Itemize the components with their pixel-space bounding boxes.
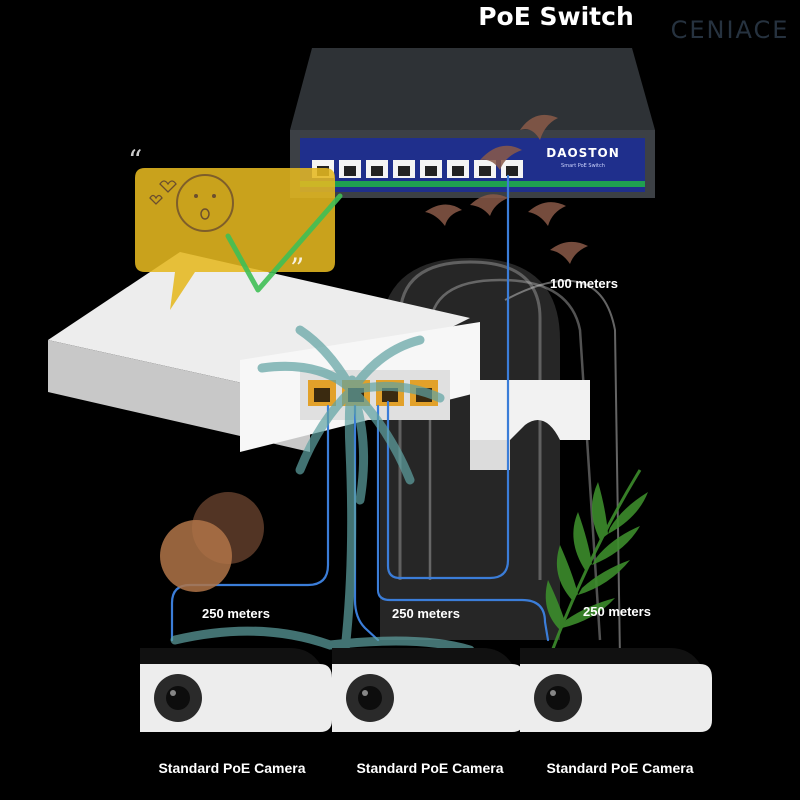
camera-3-cable <box>376 404 550 642</box>
camera-2 <box>332 648 524 732</box>
camera-3-label: Standard PoE Camera <box>546 760 693 776</box>
page-title: PoE Switch <box>478 2 634 31</box>
camera-2-label: Standard PoE Camera <box>356 760 503 776</box>
switch-status-strip <box>300 181 645 187</box>
palm-leaf-icon <box>543 469 648 671</box>
poe-extender <box>48 252 590 470</box>
distance-camera-2: 250 meters <box>392 606 460 621</box>
sun-circles-icon <box>160 492 264 592</box>
camera-3 <box>520 648 712 732</box>
cable-group <box>170 174 550 642</box>
distance-camera-1: 250 meters <box>202 606 270 621</box>
mounting-bracket <box>470 380 590 470</box>
svg-text:”: ” <box>290 252 304 285</box>
brand-watermark: CENIACE <box>671 16 790 44</box>
checkmark-icon <box>225 193 343 293</box>
camera-sunshield <box>140 648 320 664</box>
switch-top <box>290 48 655 130</box>
palm-tree-icon <box>170 325 475 655</box>
switch-subtitle: Smart PoE Switch <box>561 163 605 169</box>
distance-camera-3: 250 meters <box>583 604 651 619</box>
camera-sunshield <box>332 648 512 664</box>
poe-switch: DAOSTON Smart PoE Switch <box>290 48 655 198</box>
speech-bubble-icon: “ ” <box>128 144 335 310</box>
camera-2-cable <box>353 404 380 642</box>
camera-1-cable <box>170 404 330 642</box>
camera-1 <box>140 648 332 732</box>
switch-port-group <box>312 160 523 178</box>
camera-1-label: Standard PoE Camera <box>158 760 305 776</box>
svg-text:“: “ <box>128 144 142 177</box>
birds-icon <box>425 114 588 264</box>
distance-switch-to-extender: 100 meters <box>550 276 618 291</box>
camera-sunshield <box>520 648 700 664</box>
uplink-cable <box>386 174 510 580</box>
switch-logo: DAOSTON <box>546 146 620 160</box>
